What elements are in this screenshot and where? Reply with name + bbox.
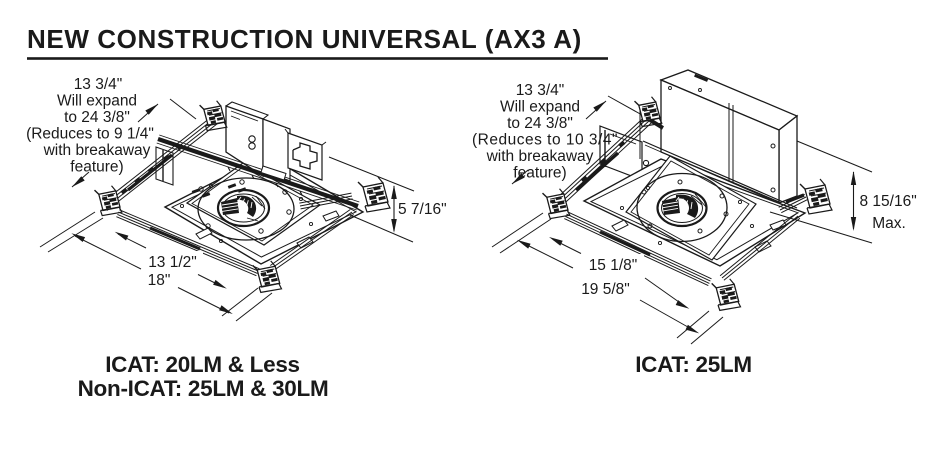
svg-text:19 5/8": 19 5/8" [581,281,630,298]
svg-text:(Reduces to 9 1/4": (Reduces to 9 1/4" [26,126,154,143]
svg-text:Non-ICAT: 25LM & 30LM: Non-ICAT: 25LM & 30LM [78,376,329,401]
svg-text:13 3/4": 13 3/4" [74,76,123,93]
svg-text:5 7/16": 5 7/16" [398,201,447,218]
svg-text:Will expand: Will expand [57,93,137,110]
svg-text:18": 18" [148,272,171,289]
svg-text:(Reduces to 10 3/4": (Reduces to 10 3/4" [472,132,618,149]
svg-text:with breakaway: with breakaway [486,148,594,165]
svg-text:8 15/16": 8 15/16" [860,193,917,210]
svg-text:ICAT: 20LM & Less: ICAT: 20LM & Less [105,352,300,377]
svg-text:Max.: Max. [872,215,906,232]
svg-text:feature): feature) [513,165,566,182]
svg-text:to 24 3/8": to 24 3/8" [507,115,573,132]
svg-text:Will expand: Will expand [500,99,580,116]
svg-text:13 3/4": 13 3/4" [516,82,565,99]
svg-text:to 24 3/8": to 24 3/8" [64,109,130,126]
svg-text:ICAT: 25LM: ICAT: 25LM [635,352,752,377]
svg-text:13 1/2": 13 1/2" [148,254,197,271]
svg-text:NEW CONSTRUCTION UNIVERSAL (AX: NEW CONSTRUCTION UNIVERSAL (AX3 A) [27,24,582,54]
svg-text:with breakaway: with breakaway [43,142,151,159]
svg-text:feature): feature) [70,159,123,176]
svg-text:15 1/8": 15 1/8" [589,257,638,274]
